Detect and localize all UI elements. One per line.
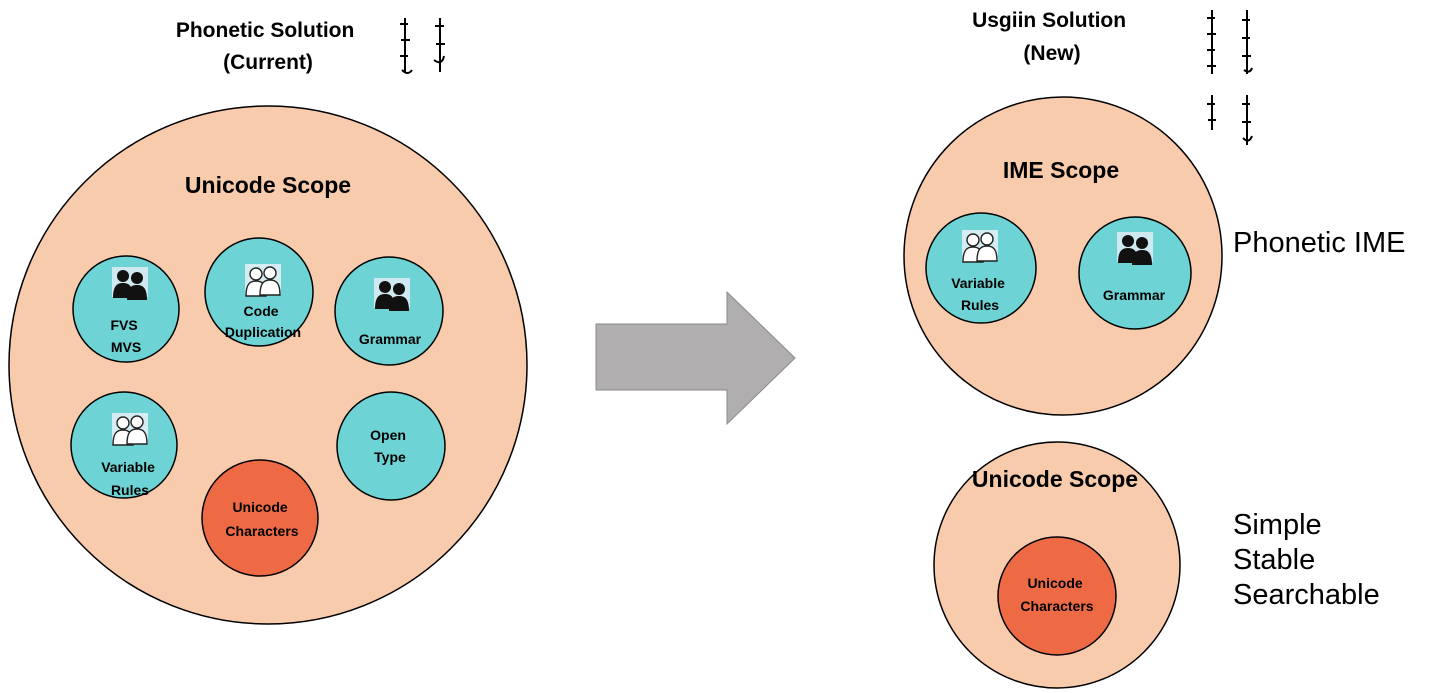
unicode-benefits-label: Simple Stable Searchable [1233, 508, 1380, 613]
ime-scope [903, 96, 1223, 416]
variable-rules-bubble-left: Variable Rules [70, 391, 178, 499]
svg-text:Grammar: Grammar [359, 331, 422, 347]
grammar-bubble-left: Grammar [334, 256, 444, 366]
svg-text:Variable Rules: Variable Rules [101, 459, 159, 498]
phonetic-ime-label: Phonetic IME [1233, 227, 1406, 259]
benefit-searchable: Searchable [1233, 579, 1380, 611]
unicode-characters-left: Unicode Characters [201, 459, 319, 577]
ime-scope-title: IME Scope [1003, 157, 1119, 183]
mongolian-script-right [1207, 10, 1253, 145]
benefit-stable: Stable [1233, 544, 1316, 576]
unicode-scope-right-title: Unicode Scope [972, 466, 1138, 492]
open-type-bubble: Open Type [336, 391, 446, 501]
mongolian-script-left [400, 18, 445, 74]
variable-rules-bubble-right: Variable Rules [925, 212, 1037, 324]
people-icon [1117, 232, 1153, 265]
fvs-mvs-bubble: FVS MVS [72, 255, 180, 363]
left-title: Phonetic Solution (Current) [176, 19, 360, 74]
benefit-simple: Simple [1233, 509, 1322, 541]
svg-text:Variable Rules: Variable Rules [951, 275, 1009, 313]
grammar-bubble-right: Grammar [1078, 216, 1192, 330]
transition-arrow [595, 290, 796, 426]
people-icon [374, 278, 410, 311]
people-icon [112, 413, 148, 445]
svg-text:Open Type: Open Type [370, 427, 410, 465]
svg-text:Grammar: Grammar [1103, 287, 1166, 303]
unicode-scope-left-title: Unicode Scope [185, 172, 351, 198]
code-duplication-bubble: Code Duplication [204, 237, 314, 347]
people-icon [245, 264, 281, 296]
svg-text:Code Duplication: Code Duplication [225, 303, 301, 340]
svg-text:FVS MVS: FVS MVS [110, 317, 141, 355]
right-title: Usgiin Solution (New) [972, 9, 1132, 65]
unicode-characters-right: Unicode Characters [997, 536, 1117, 656]
people-icon [962, 230, 998, 262]
people-icon [112, 267, 148, 300]
svg-text:Unicode Characters: Unicode Characters [1020, 575, 1093, 614]
svg-text:Unicode Characters: Unicode Characters [225, 499, 298, 539]
